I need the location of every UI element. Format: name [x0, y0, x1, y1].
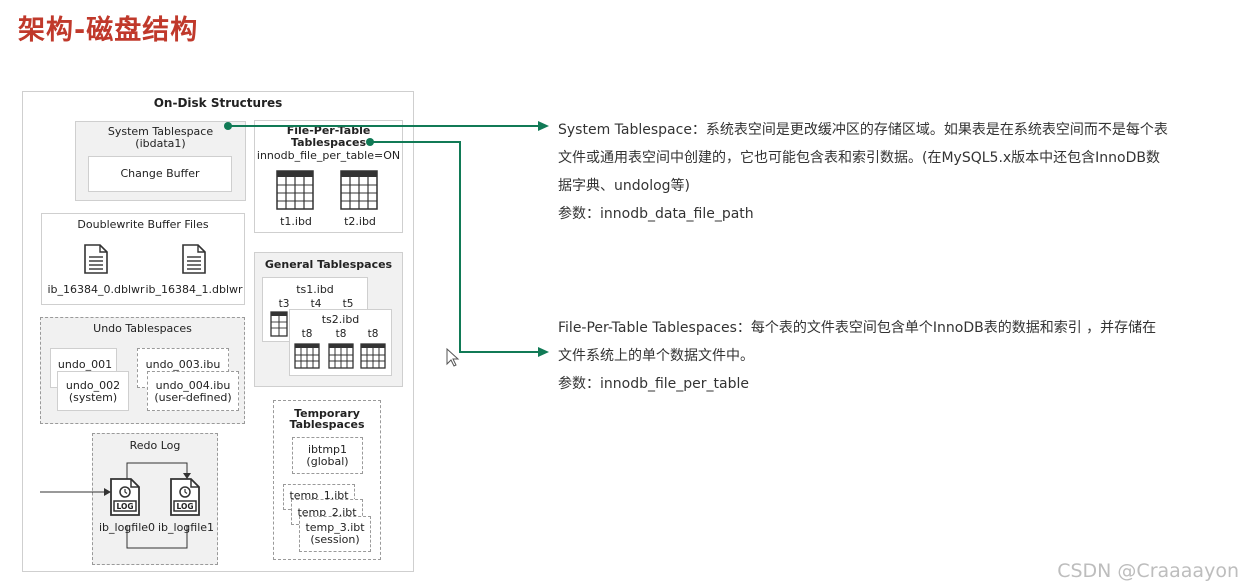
- note-system-tablespace: System Tablespace：系统表空间是更改缓冲区的存储区域。如果表是在…: [558, 116, 1168, 228]
- system-tablespace-subtitle: (ibdata1): [135, 137, 186, 150]
- undo-002-label: undo_002: [65, 379, 121, 392]
- temp-3-box: [299, 516, 371, 552]
- table-icon: [276, 170, 314, 210]
- dblwr-file-0-label: ib_16384_0.dblwr: [47, 283, 145, 296]
- ibtmp1-box: [292, 437, 363, 474]
- ts2-ibd-label: ts2.ibd: [321, 313, 360, 326]
- logfile-0-label: ib_logfile0: [98, 521, 156, 534]
- ts2-table-label: t8: [335, 328, 347, 340]
- watermark: CSDN @Craaaayon: [1057, 560, 1239, 582]
- system-tablespace-title: System Tablespace: [107, 125, 214, 138]
- redo-log-arrows: [40, 462, 191, 549]
- ts2-table-label: t8: [367, 328, 379, 340]
- undo-002-sub: (system): [68, 391, 118, 404]
- log-badge-label: LOG: [176, 502, 194, 511]
- page-title: 架构-磁盘结构: [18, 15, 199, 46]
- table-icon: [270, 311, 288, 337]
- undo-004-box: [147, 371, 239, 411]
- ibtmp1-label: ibtmp1: [307, 443, 348, 456]
- note-file-per-table: File-Per-Table Tablespaces：每个表的文件表空间包含单个…: [558, 314, 1156, 398]
- temporary-title-1: Temporary: [294, 407, 360, 420]
- t1-ibd-label: t1.ibd: [280, 215, 312, 228]
- table-icon: [340, 170, 378, 210]
- ts2-table-label: t8: [301, 328, 313, 340]
- ts1-ibd-label: ts1.ibd: [296, 283, 334, 296]
- ts1-table-label: t3: [278, 298, 290, 310]
- doublewrite-title: Doublewrite Buffer Files: [77, 218, 209, 231]
- undo-004-sub: (user-defined): [154, 391, 232, 404]
- note-fpt-param: 参数：innodb_file_per_table: [558, 376, 750, 392]
- file-per-table-setting: innodb_file_per_table=ON: [256, 149, 401, 162]
- doublewrite-buffer-box: [41, 213, 245, 305]
- note-system-param: 参数：innodb_data_file_path: [558, 206, 754, 222]
- temporary-title-2: Tablespaces: [289, 418, 365, 431]
- file-per-table-title-2: Tablespaces: [291, 136, 366, 149]
- general-tablespaces-title: General Tablespaces: [264, 258, 393, 271]
- diagram-heading: On-Disk Structures: [153, 96, 283, 110]
- log-file-icon: [170, 478, 200, 516]
- undo-tablespaces-title: Undo Tablespaces: [93, 322, 192, 335]
- dblwr-file-1-label: ib_16384_1.dblwr: [145, 283, 243, 296]
- note-system-line3: 据字典、undolog等): [558, 178, 691, 194]
- document-icon: [182, 244, 206, 274]
- temp-3-sub: (session): [310, 533, 360, 546]
- file-per-table-title-1: File-Per-Table: [286, 124, 371, 137]
- log-file-icon: [110, 478, 140, 516]
- document-icon: [84, 244, 108, 274]
- temp-2-label: temp_2.ibt: [297, 506, 357, 519]
- change-buffer-box: [88, 156, 232, 192]
- temp-1-label: temp_1.ibt: [289, 489, 349, 502]
- undo-004-label: undo_004.ibu: [155, 379, 231, 392]
- temp-3-label: temp_3.ibt: [305, 521, 365, 534]
- redo-log-title: Redo Log: [129, 439, 181, 452]
- note-fpt-line2: 文件系统上的单个数据文件中。: [558, 348, 754, 364]
- table-icon: [360, 343, 386, 369]
- table-icon: [328, 343, 354, 369]
- change-buffer-label: Change Buffer: [120, 167, 200, 180]
- undo-001-label: undo_001: [57, 358, 113, 371]
- ts1-table-label: t4: [310, 298, 322, 310]
- undo-002-box: [57, 371, 129, 411]
- table-icon: [294, 343, 320, 369]
- note-fpt-line1: File-Per-Table Tablespaces：每个表的文件表空间包含单个…: [558, 320, 1157, 336]
- ibtmp1-sub: (global): [306, 455, 349, 468]
- log-badge-label: LOG: [116, 502, 134, 511]
- t2-ibd-label: t2.ibd: [344, 215, 376, 228]
- logfile-1-label: ib_logfile1: [157, 521, 215, 534]
- ts1-table-label: t5: [342, 298, 354, 310]
- note-system-line1: System Tablespace：系统表空间是更改缓冲区的存储区域。如果表是在…: [558, 122, 1168, 138]
- undo-003-label: undo_003.ibu: [145, 358, 221, 371]
- note-system-line2: 文件或通用表空间中创建的，它也可能包含表和索引数据。(在MySQL5.x版本中还…: [558, 150, 1160, 166]
